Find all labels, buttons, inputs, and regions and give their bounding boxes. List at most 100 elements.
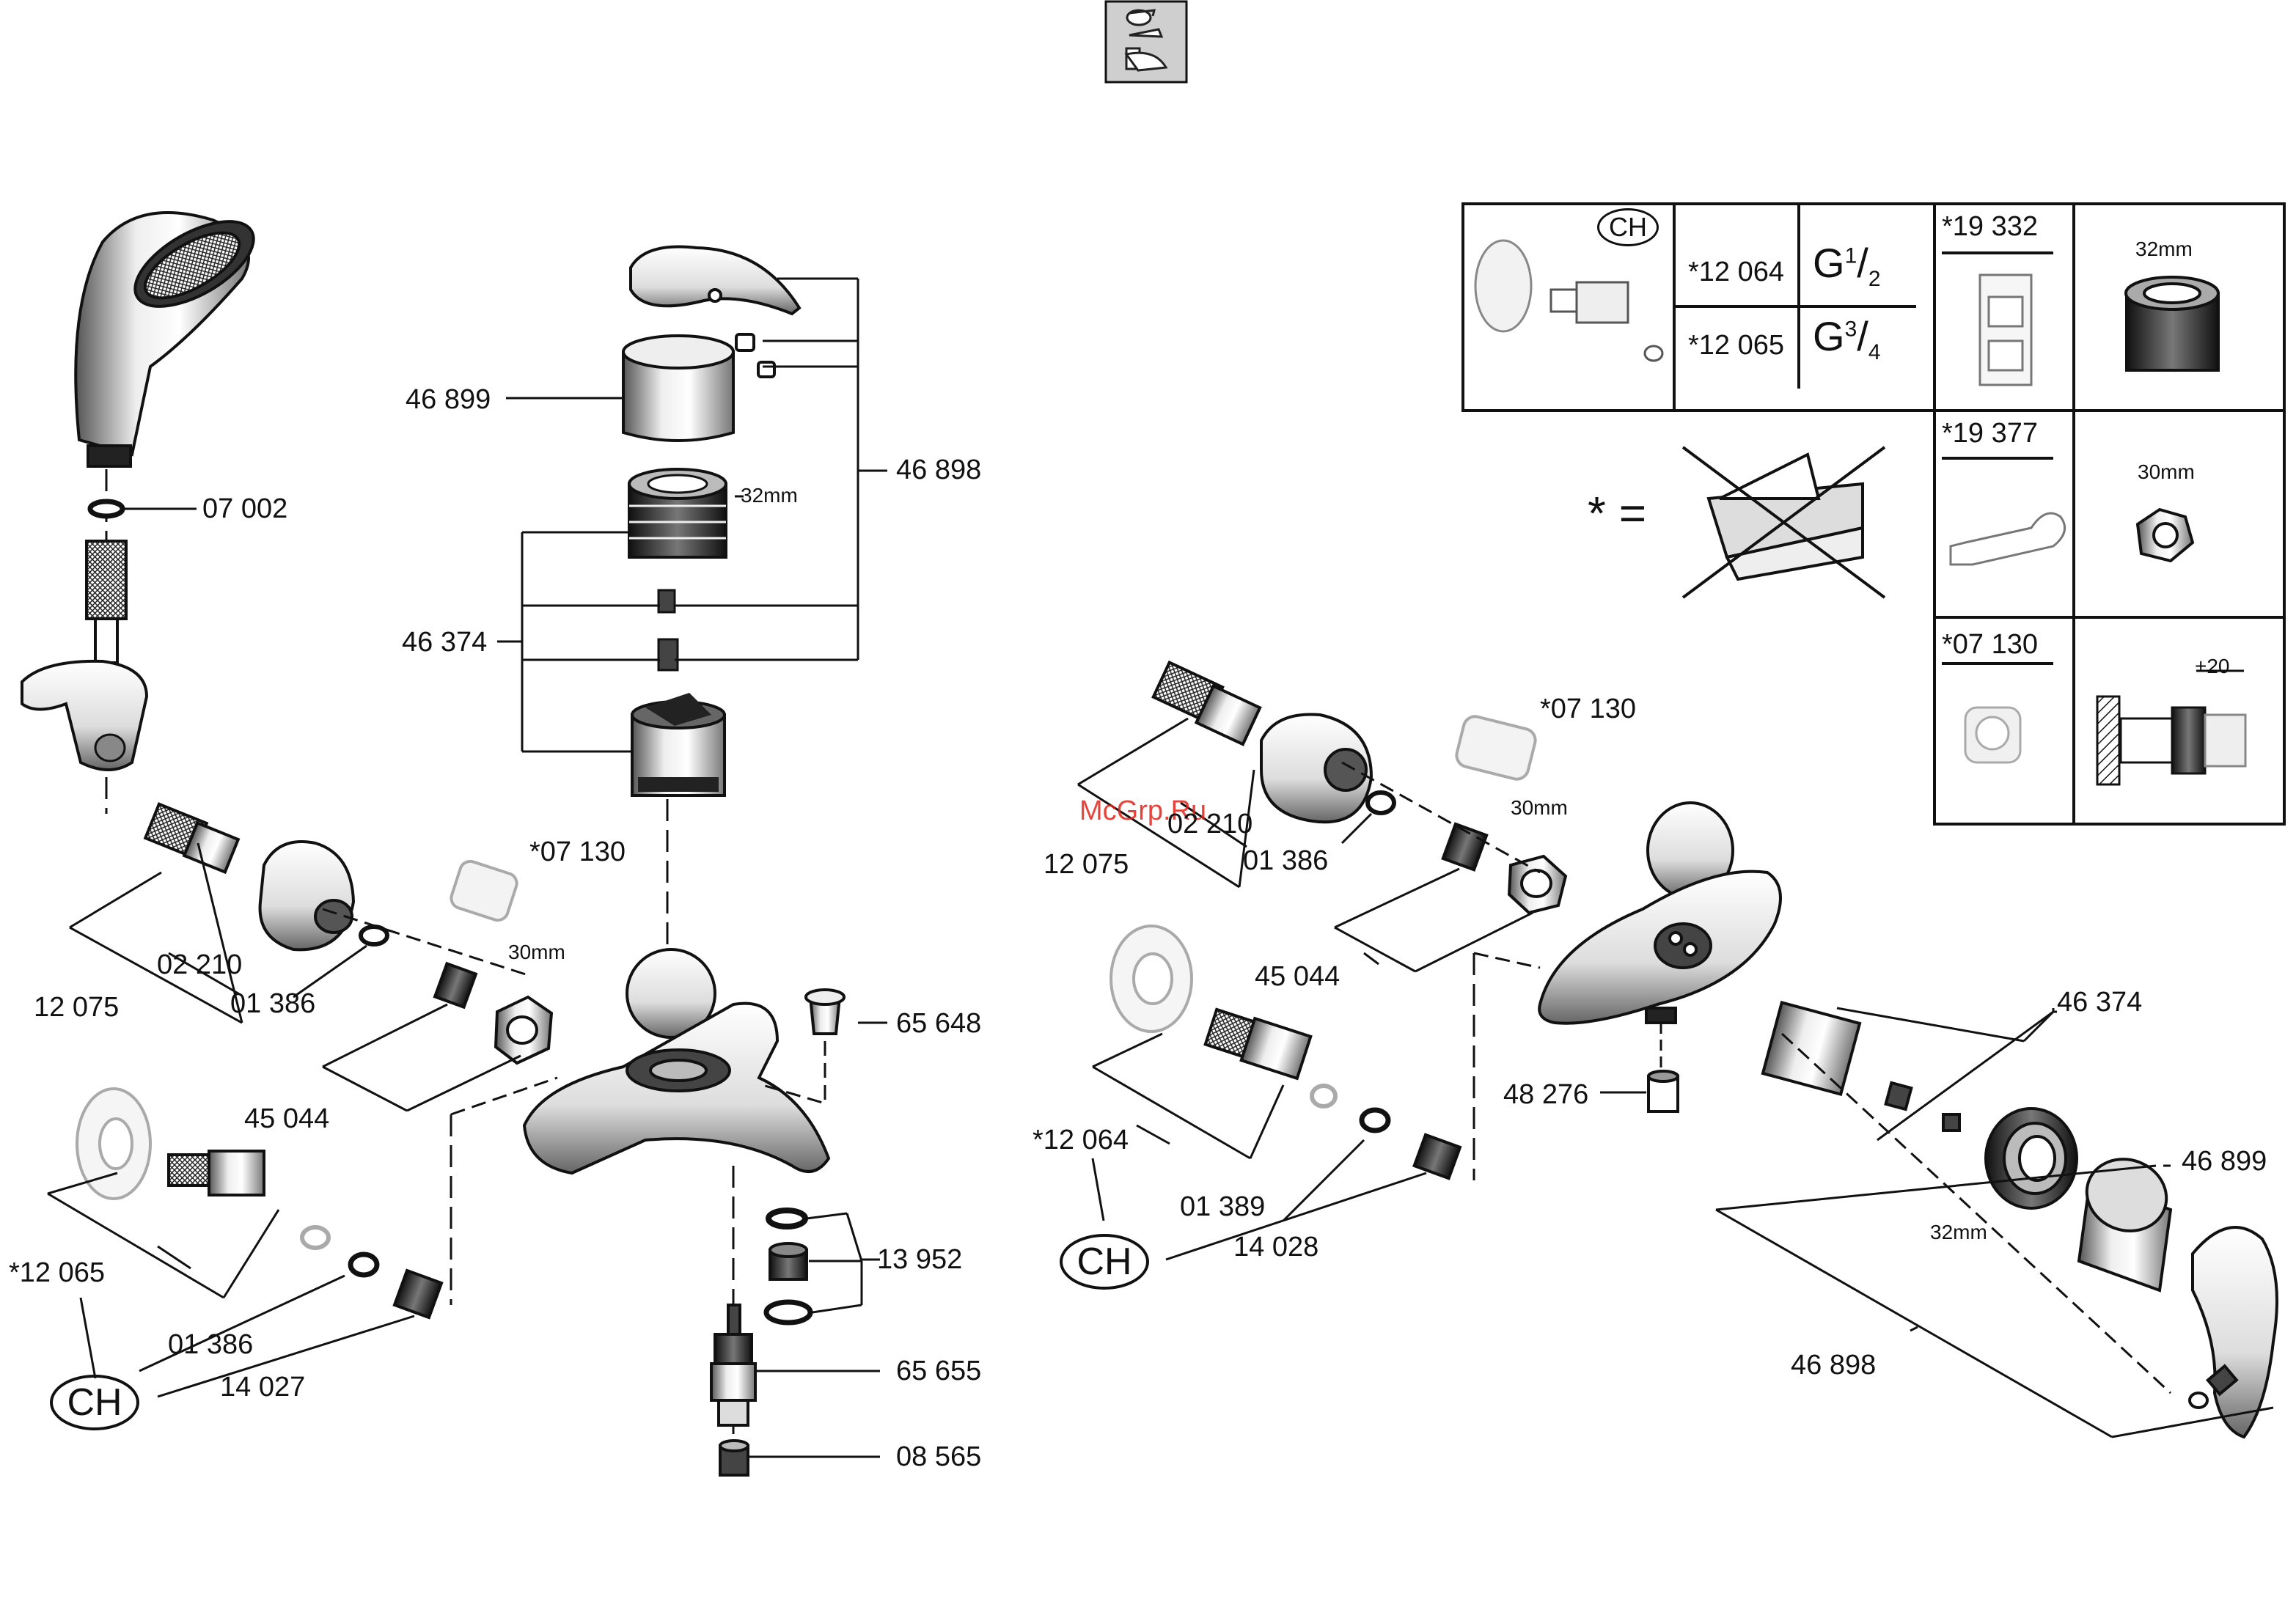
rosette-02210-left	[258, 840, 356, 952]
callout-13952	[806, 1212, 880, 1314]
connector-ch-left	[167, 1150, 444, 1320]
label-45044-left: 45 044	[244, 1103, 330, 1134]
callout-12064-right	[1091, 1032, 1427, 1261]
label-65655: 65 655	[896, 1356, 982, 1386]
eccentric-12075-right	[1151, 660, 1262, 746]
callout-12065-left	[47, 1172, 415, 1398]
legend-extension-drawing	[2096, 669, 2247, 786]
washer-01386-left	[359, 925, 389, 946]
cartridge-nut-32	[628, 468, 727, 559]
legend-code-19332: *19 332	[1942, 211, 2039, 242]
callout-45044-left	[322, 1003, 521, 1112]
legend-asterisk-note: * =	[1588, 487, 1647, 540]
eccentric-12065-left	[76, 1087, 152, 1200]
callout-12075-left	[69, 842, 243, 1024]
callout-12075-right	[1077, 717, 1373, 889]
wall-bracket	[21, 659, 149, 771]
diverter-65655	[710, 1304, 757, 1427]
legend-size-32mm: 32mm	[2135, 238, 2193, 260]
adapter-pin	[657, 589, 679, 672]
legend-code-07130: *07 130	[1942, 629, 2039, 660]
legend-table	[1461, 202, 2286, 826]
outlet-48276	[1647, 1070, 1679, 1113]
label-01386-right: 01 386	[1243, 845, 1329, 876]
label-65648: 65 648	[896, 1008, 982, 1039]
legend-nut32-icon	[2124, 276, 2220, 372]
label-08565: 08 565	[896, 1441, 982, 1472]
label-12065-left: *12 065	[9, 1257, 106, 1288]
label-30mm-left: 30mm	[508, 941, 565, 963]
callout-46374	[497, 531, 660, 753]
handle-cap-46899-right	[2077, 1158, 2173, 1293]
cartridge-nut-32-right	[1984, 1107, 2078, 1210]
aerator-set-13952	[763, 1208, 813, 1326]
handle-cap-46899	[622, 334, 735, 442]
label-01389: 01 389	[1180, 1191, 1266, 1222]
label-12064-right: *12 064	[1033, 1125, 1129, 1155]
legend-thread-g12: G1/2	[1813, 240, 1881, 292]
legend-size-30mm: 30mm	[2138, 460, 2195, 483]
mixer-body-left	[522, 948, 831, 1175]
legend-nut30-icon	[2135, 507, 2195, 563]
label-02210-right: 02 210	[1167, 809, 1253, 839]
legend-thread-g34: G3/4	[1813, 313, 1881, 365]
label-02210-left: 02 210	[157, 949, 243, 980]
no-grohe-box	[1681, 446, 1886, 599]
label-01386-left: 01 386	[230, 988, 316, 1019]
label-14027: 14 027	[220, 1372, 306, 1403]
label-46374-right: 46 374	[2057, 987, 2143, 1018]
legend-code-19377: *19 377	[1942, 418, 2039, 449]
label-30mm-right: 30mm	[1511, 796, 1568, 819]
legend-extension-dim: +20	[2195, 655, 2230, 677]
label-12075-left: 12 075	[34, 992, 120, 1023]
label-07002: 07 002	[202, 493, 288, 524]
legend-eccentric-icon	[1474, 239, 1664, 362]
rosette-02210-right	[1260, 713, 1373, 824]
shower-hose	[85, 540, 128, 664]
ch-marker-left: CH	[50, 1375, 139, 1430]
plug-65648	[804, 988, 846, 1035]
eccentric-12064-right	[1110, 925, 1193, 1033]
ch-marker-right: CH	[1060, 1234, 1149, 1290]
legend-extension-icon	[1964, 706, 2022, 764]
union-45044-right	[1441, 822, 1568, 915]
label-45044-right: 45 044	[1255, 961, 1340, 992]
union-45044-left	[433, 961, 554, 1065]
diverter-cap-08565	[719, 1439, 749, 1477]
legend-code-12065: *12 065	[1688, 330, 1785, 361]
label-12075-right: 12 075	[1044, 849, 1129, 880]
callout-45044-right	[1334, 867, 1533, 973]
label-46899: 46 899	[406, 384, 491, 415]
washer-07002	[87, 499, 125, 519]
handle-lever	[629, 245, 802, 316]
handle-lever-right	[2188, 1226, 2278, 1439]
cartridge-46374-right	[1761, 1001, 1961, 1132]
callout-46374-right	[1836, 1007, 2057, 1142]
label-46374-left: 46 374	[402, 627, 488, 658]
eccentric-12075-left	[143, 802, 241, 875]
connector-ch-right	[1203, 1007, 1462, 1180]
callout-46898	[675, 277, 887, 661]
mixer-body-right	[1538, 801, 1782, 1025]
cartridge-46374	[631, 693, 726, 797]
extension-07130-right	[1455, 715, 1537, 781]
label-07130-right: *07 130	[1540, 694, 1637, 724]
label-46898-right: 46 898	[1791, 1350, 1877, 1381]
watermark: McGrp.Ru	[1079, 795, 1207, 826]
label-14028: 14 028	[1233, 1232, 1319, 1262]
washer-01386-right	[1365, 790, 1396, 815]
extension-07130-left	[450, 859, 518, 922]
label-07130-left: *07 130	[529, 837, 626, 867]
faucet-symbol-icon	[1104, 0, 1188, 84]
label-48276: 48 276	[1503, 1079, 1589, 1110]
label-32mm-right: 32mm	[1930, 1221, 1987, 1243]
label-13952: 13 952	[877, 1244, 963, 1275]
legend-cartridge-tool-icon	[1978, 273, 2033, 386]
legend-code-12064: *12 064	[1688, 257, 1785, 287]
label-32mm-left: 32mm	[741, 484, 798, 507]
legend-wrench-icon	[1949, 512, 2066, 566]
callout-46898-right	[1715, 1164, 2274, 1438]
hand-shower	[74, 211, 255, 468]
